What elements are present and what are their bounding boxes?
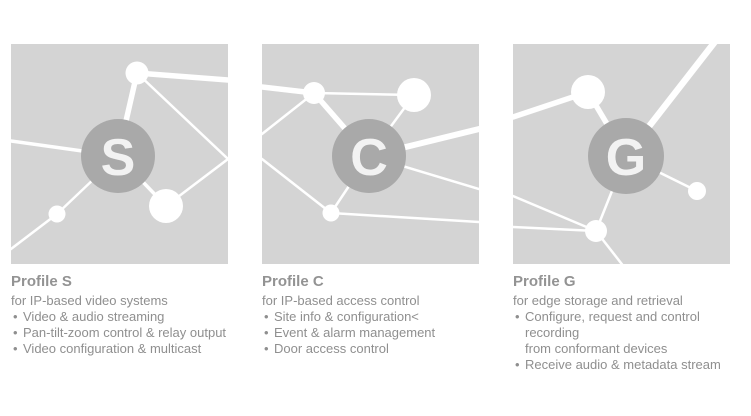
profile-cards-row: S Profile S for IP-based video systems V… (11, 44, 730, 373)
list-item: Video configuration & multicast (11, 341, 249, 357)
graph-nodes (571, 75, 706, 242)
network-graph-image-g: G (513, 44, 730, 264)
network-graph-image-s: S (11, 44, 228, 264)
profile-card-s: S Profile S for IP-based video systems V… (11, 44, 228, 373)
profile-card-c: C Profile C for IP-based access control … (262, 44, 479, 373)
letter-badge-circle-g (588, 118, 664, 194)
list-item: Door access control (262, 341, 500, 357)
profile-g-feature-list: Configure, request and control recording… (513, 309, 751, 373)
profile-c-feature-list: Site info & configuration< Event & alarm… (262, 309, 500, 357)
graph-nodes (48, 61, 183, 223)
graph-nodes (303, 78, 431, 222)
badge-letter-c: C (350, 129, 388, 187)
profile-s-subtitle: for IP-based video systems (11, 293, 168, 308)
profile-s-title: Profile S (11, 273, 72, 290)
profile-c-subtitle: for IP-based access control (262, 293, 420, 308)
letter-badge-circle-s (81, 119, 155, 193)
list-item: Configure, request and control recording… (513, 309, 751, 357)
list-item: Pan-tilt-zoom control & relay output (11, 325, 249, 341)
badge-letter-s: S (101, 129, 136, 187)
list-item: Receive audio & metadata stream (513, 357, 751, 373)
badge-letter-g: G (606, 129, 646, 187)
network-graph-image-c: C (262, 44, 479, 264)
profile-s-feature-list: Video & audio streaming Pan-tilt-zoom co… (11, 309, 249, 357)
profile-card-g: G Profile G for edge storage and retriev… (513, 44, 730, 373)
list-item: Site info & configuration< (262, 309, 500, 325)
letter-badge-circle-c (332, 119, 406, 193)
profile-g-title: Profile G (513, 273, 576, 290)
profile-g-subtitle: for edge storage and retrieval (513, 293, 683, 308)
list-item: Video & audio streaming (11, 309, 249, 325)
profile-c-title: Profile C (262, 273, 324, 290)
list-item: Event & alarm management (262, 325, 500, 341)
